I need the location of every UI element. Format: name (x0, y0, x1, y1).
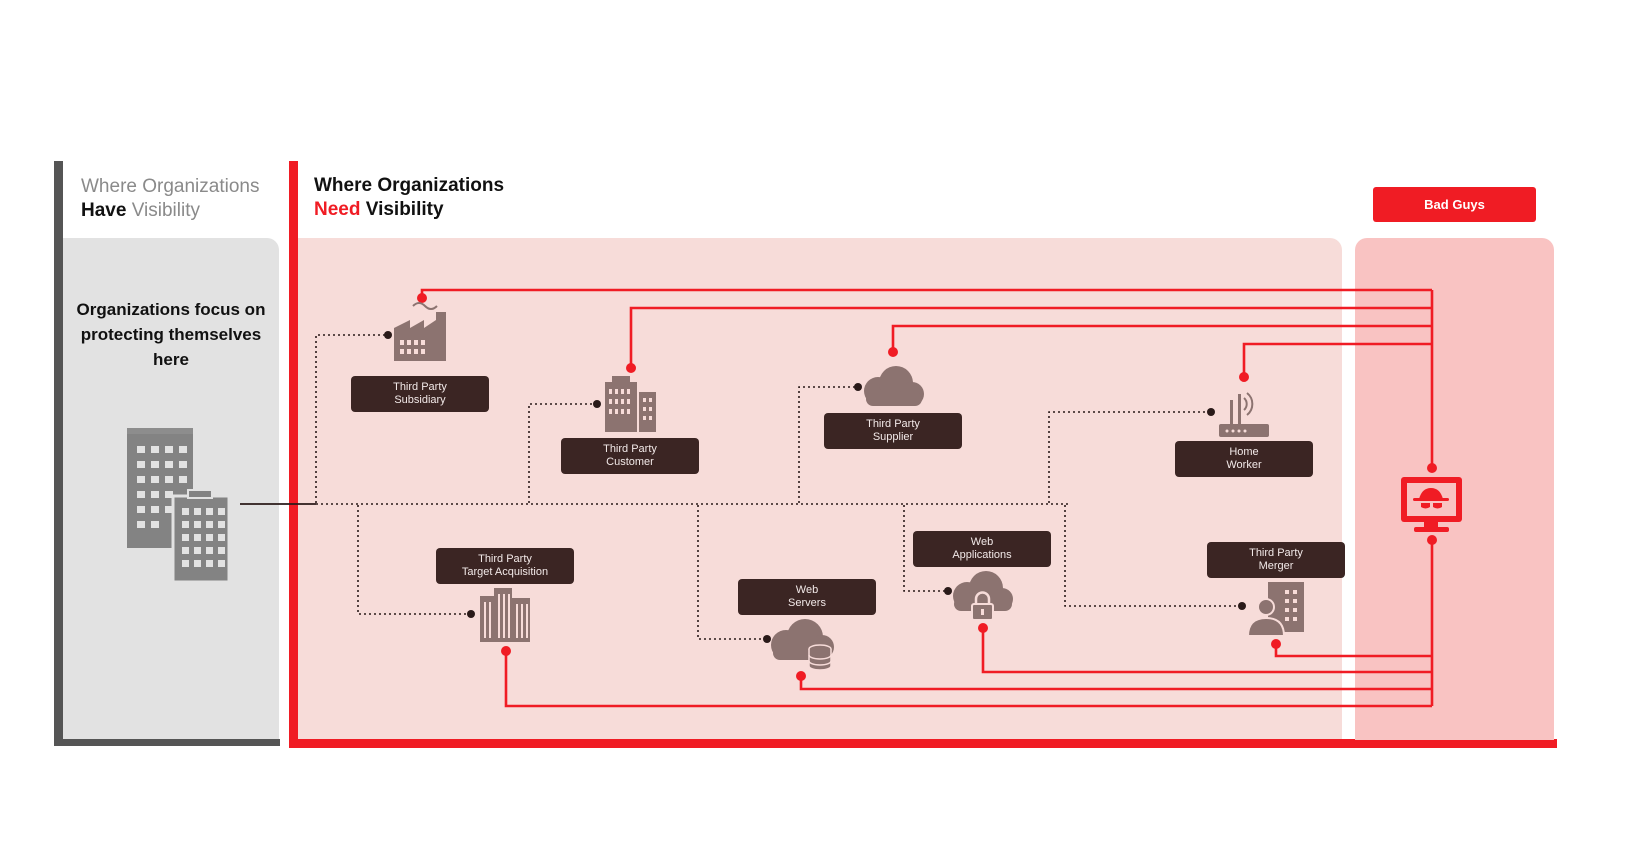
bad-guys-badge[interactable]: Bad Guys (1373, 187, 1536, 222)
have-visibility-bar (54, 161, 63, 745)
connector-home-worker (1048, 411, 1211, 503)
black-dot-home-worker (1207, 408, 1215, 416)
need-heading-red: Need (314, 199, 361, 220)
red-line-merger (1274, 644, 1432, 658)
need-heading-post: Visibility (365, 199, 444, 220)
red-line-supplier (891, 324, 1432, 352)
label-third-party-merger: Third Party Merger (1207, 542, 1345, 578)
red-line-web-servers (799, 676, 1432, 691)
hacker-monitor-icon (1401, 477, 1462, 532)
have-heading-bold: Have (81, 200, 127, 221)
label-line2: Customer (606, 456, 654, 468)
need-visibility-bar (289, 161, 298, 748)
label-web-servers: Web Servers (738, 579, 876, 615)
label-line1: Web (795, 584, 819, 596)
label-line1: Web (970, 536, 994, 548)
red-dot-attacker-top (1427, 463, 1437, 473)
label-line1: Third Party (393, 381, 447, 393)
connector-supplier (798, 386, 858, 503)
connector-target (357, 505, 471, 615)
label-line2: Supplier (872, 431, 914, 443)
black-dot-subsidiary (384, 331, 392, 339)
cloud-database-icon (771, 619, 834, 671)
office-building-icon (605, 376, 656, 432)
person-building-icon (1246, 582, 1304, 637)
label-line2: Merger (1258, 560, 1294, 572)
need-visibility-heading: Where Organizations Need Visibility (314, 174, 504, 222)
red-dot-home-worker (1239, 372, 1249, 382)
red-dot-target (501, 646, 511, 656)
focus-text: Organizations focus on protecting themse… (76, 300, 266, 369)
red-dot-customer (626, 363, 636, 373)
label-line1: Third Party (866, 418, 920, 430)
have-visibility-baseline (54, 739, 280, 746)
have-visibility-heading: Where Organizations Have Visibility (81, 175, 259, 223)
label-line1: Third Party (1249, 547, 1303, 559)
red-dot-attacker-bottom (1427, 535, 1437, 545)
connector-web-servers (697, 505, 767, 640)
black-dot-merger (1238, 602, 1246, 610)
black-dot-supplier (854, 383, 862, 391)
black-dot-customer (593, 400, 601, 408)
label-third-party-subsidiary: Third Party Subsidiary (351, 376, 489, 412)
label-line2: Target Acquisition (461, 566, 549, 578)
red-line-subsidiary (420, 288, 1432, 297)
label-line2: Worker (1226, 459, 1262, 471)
label-line1: Third Party (478, 553, 532, 565)
label-third-party-target-acquisition: Third Party Target Acquisition (436, 548, 574, 584)
internal-connectors (315, 334, 1242, 640)
label-line1: Third Party (603, 443, 657, 455)
red-dot-subsidiary (417, 293, 427, 303)
label-line2: Subsidiary (394, 394, 446, 406)
label-line2: Servers (788, 597, 826, 609)
city-buildings-icon (480, 588, 530, 642)
red-dot-web-apps (978, 623, 988, 633)
label-third-party-customer: Third Party Customer (561, 438, 699, 474)
label-third-party-supplier: Third Party Supplier (824, 413, 962, 449)
organization-buildings-icon (127, 428, 231, 584)
black-dot-web-servers (763, 635, 771, 643)
router-icon (1219, 392, 1269, 437)
red-dot-web-servers (796, 671, 806, 681)
factory-icon (394, 302, 446, 361)
connector-web-apps (903, 505, 948, 592)
red-dot-merger (1271, 639, 1281, 649)
red-line-home-worker (1242, 342, 1432, 377)
red-line-target (504, 651, 1432, 708)
label-line1: Home (1229, 446, 1259, 458)
red-dot-supplier (888, 347, 898, 357)
have-heading-post: Visibility (131, 200, 200, 221)
label-line2: Applications (952, 549, 1012, 561)
connector-subsidiary (315, 334, 388, 503)
black-endpoints (384, 331, 1246, 643)
connector-merger (1064, 505, 1242, 607)
red-line-customer (629, 306, 1432, 368)
need-visibility-baseline (289, 739, 1557, 748)
black-dot-web-apps (944, 587, 952, 595)
cloud-icon (864, 366, 924, 406)
need-heading-line1: Where Organizations (314, 175, 505, 196)
label-web-applications: Web Applications (913, 531, 1051, 567)
cloud-lock-icon (953, 571, 1013, 621)
have-heading-line1: Where Organizations (81, 176, 260, 197)
black-dot-target (467, 610, 475, 618)
red-endpoints (417, 293, 1437, 681)
label-home-worker: Home Worker (1175, 441, 1313, 477)
red-line-web-apps (981, 628, 1432, 674)
